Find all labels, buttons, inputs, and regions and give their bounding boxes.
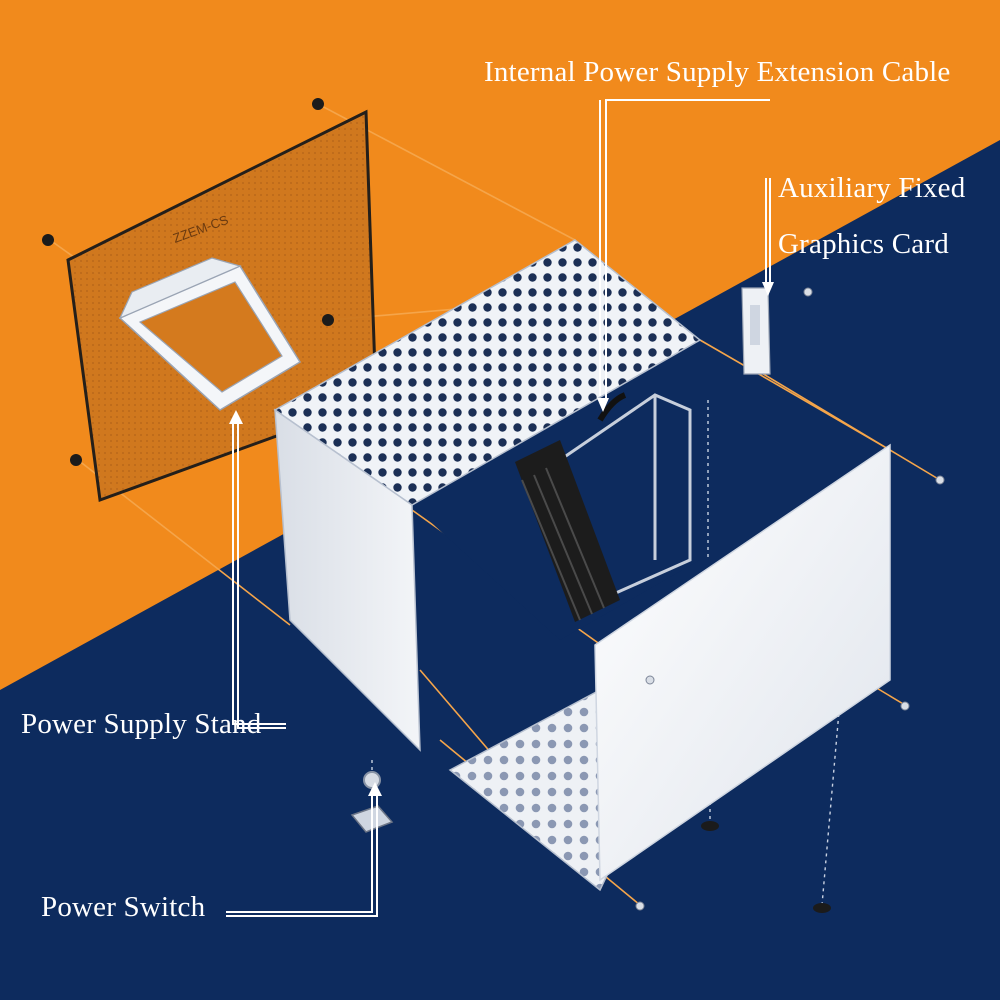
- power-supply-stand-bracket: [118, 257, 302, 411]
- auxiliary-graphics-card-bracket: [741, 287, 771, 375]
- internal-power-supply-cable-label: Internal Power Supply Extension Cable: [484, 56, 951, 88]
- internal-extension-cable: [597, 392, 627, 422]
- callout-lines: [226, 99, 771, 917]
- case-feet: [701, 821, 831, 913]
- case-screws: [635, 287, 945, 911]
- power-switch-label: Power Switch: [41, 891, 206, 923]
- panel-screws: [42, 98, 334, 466]
- graphics-card-label: Graphics Card: [778, 228, 949, 260]
- auxiliary-fixed-label: Auxiliary Fixed: [778, 172, 966, 204]
- right-side-panel: [594, 443, 891, 882]
- pcie-slot-covers: [515, 440, 620, 622]
- power-supply-stand-label: Power Supply Stand: [21, 708, 262, 740]
- callout-arrowheads: [229, 282, 774, 796]
